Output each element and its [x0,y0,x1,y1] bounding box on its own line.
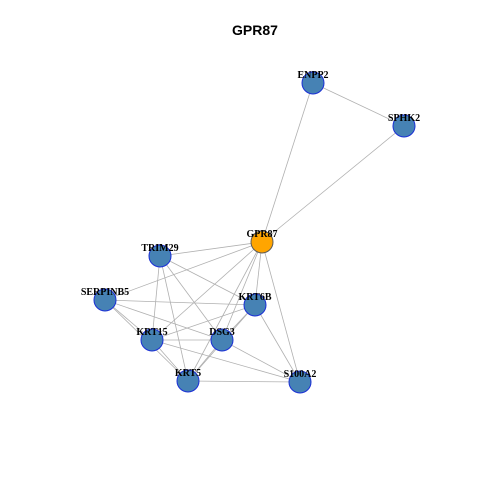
node-krt6b [243,293,267,317]
edge-trim29-krt5 [159,255,189,382]
node-label-serpinb5: SERPINB5 [81,287,129,298]
node-label-gpr87: GPR87 [246,229,277,240]
edge-krt6b-s100a2 [254,304,301,383]
node-enpp2 [301,71,325,95]
node-label-enpp2: ENPP2 [297,70,328,81]
edge-trim29-dsg3 [159,255,223,341]
node-label-sphk2: SPHK2 [388,113,420,124]
graph-title: GPR87 [232,22,278,38]
edge-serpinb5-dsg3 [104,299,223,341]
edge-gpr87-trim29 [159,241,263,257]
node-label-krt5: KRT5 [175,368,201,379]
edge-enpp2-gpr87 [261,82,314,243]
node-label-krt15: KRT15 [136,327,167,338]
node-layer [93,71,416,394]
node-dsg3 [210,328,234,352]
edge-trim29-krt6b [159,255,256,306]
node-label-dsg3: DSG3 [209,327,235,338]
node-label-s100a2: S100A2 [284,369,317,380]
node-krt5 [176,369,200,393]
node-label-trim29: TRIM29 [141,243,178,254]
edge-gpr87-serpinb5 [104,241,263,301]
edge-sphk2-gpr87 [261,125,405,243]
edge-krt6b-krt15 [151,304,256,341]
node-krt15 [140,328,164,352]
edge-krt5-s100a2 [187,380,301,383]
edge-serpinb5-krt6b [104,299,256,306]
edge-enpp2-sphk2 [312,82,405,127]
edge-gpr87-krt15 [151,241,263,341]
node-trim29 [148,244,172,268]
edge-gpr87-dsg3 [221,241,263,341]
edge-dsg3-s100a2 [221,339,301,383]
edge-gpr87-s100a2 [261,241,301,383]
node-serpinb5 [93,288,117,312]
node-s100a2 [288,370,312,394]
edge-gpr87-krt5 [187,241,263,382]
node-sphk2 [392,114,416,138]
edge-krt15-s100a2 [151,339,301,383]
edge-trim29-krt15 [151,255,161,341]
node-gpr87 [250,230,274,254]
node-label-krt6b: KRT6B [239,292,272,303]
